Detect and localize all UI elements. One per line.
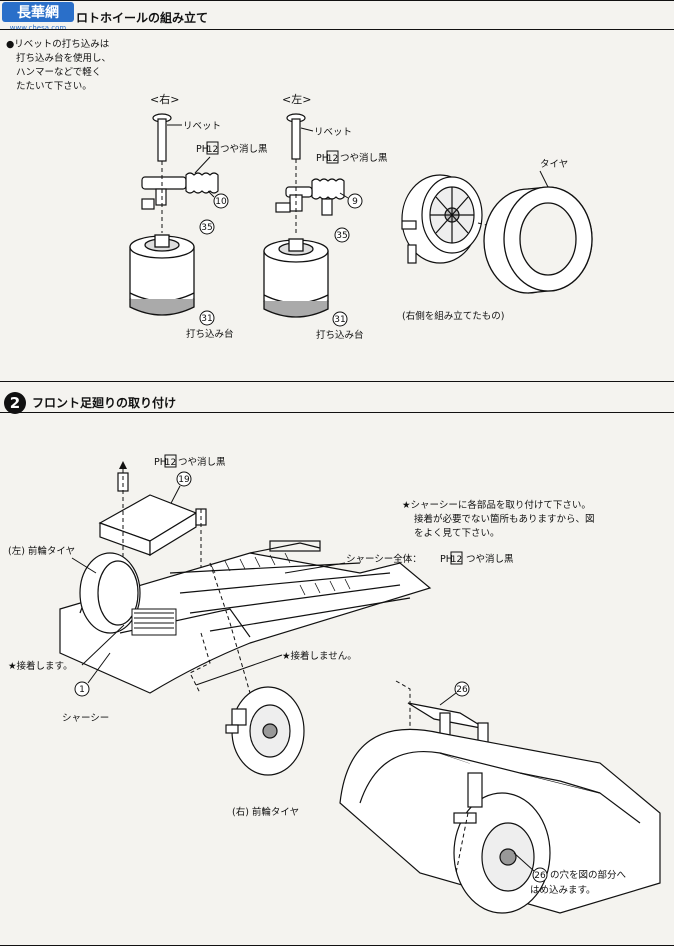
assembled-label: (右側を組み立てたもの): [402, 310, 504, 322]
step1-note-line: ハンマーなどで軽く: [16, 67, 102, 78]
part-9: 9: [352, 197, 358, 207]
step2-note-line: をよく見て下さい。: [414, 528, 500, 539]
step1-panel: ロトホイールの組み立て ●リベットの打ち込みは 打ち込み台を使用し、 ハンマーな…: [0, 0, 674, 382]
rivet-label-right: リベット: [183, 121, 221, 132]
hub-left: [275, 178, 345, 216]
step1-note: ●リベットの打ち込みは 打ち込み台を使用し、 ハンマーなどで軽く たたいて下さい…: [6, 38, 111, 94]
part-31-right: 31: [201, 314, 212, 324]
paint-callout-19: PH 12 つや消し黒: [154, 454, 226, 468]
front-tire-right-label: (右) 前輪タイヤ: [232, 806, 299, 818]
paint-callout-chassis: PH 12 つや消し黒: [440, 551, 514, 565]
step1-title: ロトホイールの組み立て: [76, 11, 209, 25]
svg-text:PH: PH: [196, 144, 209, 155]
watermark-site: www.chesa.com: [10, 24, 67, 32]
rear-tire: [453, 772, 551, 914]
step2-badge: 2: [4, 392, 26, 414]
part-26-bottom: 26: [534, 871, 546, 881]
step1-note-line: たたいて下さい。: [16, 81, 92, 92]
step2-note-line: 接着が必要でない箇所もありますから、図: [414, 514, 595, 525]
tire: [483, 186, 593, 294]
hole-note-2: はめ込みます。: [530, 885, 596, 896]
svg-text:つや消し黒: つや消し黒: [220, 143, 268, 155]
rivet-label-left: リベット: [314, 127, 352, 138]
svg-text:12: 12: [451, 555, 462, 565]
base-label-right: 打ち込み台: [186, 328, 234, 340]
tire-label: タイヤ: [540, 159, 568, 170]
svg-text:つや消し黒: つや消し黒: [466, 553, 514, 565]
step1-note-line: 打ち込み台を使用し、: [16, 53, 112, 64]
stand-left: [263, 238, 329, 318]
step2-note: ★シャーシーに各部品を取り付けて下さい。 接着が必要でない箇所もありますから、図…: [402, 499, 595, 541]
step2-title: フロント足廻りの取り付け: [32, 396, 177, 410]
hole-note-1: の穴を図の部分へ: [550, 869, 627, 881]
chassis-rails: [209, 552, 351, 596]
step1-illustration: <右> リベット PH 12 つや消し黒 10 35: [129, 92, 593, 341]
part-35-right: 35: [201, 223, 212, 233]
svg-text:PH: PH: [440, 554, 453, 565]
bracket-19: [98, 472, 207, 557]
step2-note-line: ★シャーシーに各部品を取り付けて下さい。: [402, 500, 591, 511]
svg-text:つや消し黒: つや消し黒: [340, 152, 388, 164]
stand-right: [129, 234, 195, 316]
glue-label: ★接着します。: [8, 660, 73, 672]
paint-callout-right: PH 12 つや消し黒: [196, 141, 268, 155]
base-label-left: 打ち込み台: [316, 329, 364, 341]
left-label: <左>: [282, 93, 311, 106]
step2-illustration: PH 12 つや消し黒 19: [8, 454, 661, 914]
svg-text:12: 12: [165, 458, 176, 468]
rivet-right: [152, 113, 172, 162]
paint-callout-left: PH 12 つや消し黒: [316, 150, 388, 164]
step1-note-line: ●リベットの打ち込みは: [6, 39, 110, 50]
part-1: 1: [79, 685, 85, 695]
front-tire-left-label: (左) 前輪タイヤ: [8, 545, 75, 557]
step2-panel: ★シャーシーに各部品を取り付けて下さい。 接着が必要でない箇所もありますから、図…: [0, 412, 674, 946]
svg-text:PH: PH: [154, 457, 167, 468]
chassis-all-label: シャーシー全体：: [346, 553, 422, 565]
watermark-brand: 長華網: [17, 4, 59, 21]
bracket-26: [407, 702, 489, 748]
right-label: <右>: [150, 92, 179, 106]
part-31-left: 31: [334, 315, 345, 325]
svg-text:つや消し黒: つや消し黒: [178, 456, 226, 468]
hub-right: [141, 172, 219, 210]
no-glue-label: ★接着しません。: [282, 650, 357, 662]
rivet-left: [286, 113, 306, 160]
chassis-label: シャーシー: [62, 713, 109, 724]
front-tire-right: [225, 686, 305, 776]
part-26-top: 26: [456, 685, 468, 695]
part-19: 19: [178, 475, 190, 485]
part-35-left: 35: [336, 231, 347, 241]
part-10: 10: [215, 197, 227, 207]
step1-divider: [0, 29, 674, 30]
svg-text:PH: PH: [316, 153, 329, 164]
watermark-logo: 長華網 www.chesa.com: [2, 2, 74, 32]
wheel-assembled: [401, 174, 483, 264]
svg-text:12: 12: [327, 154, 338, 164]
svg-text:12: 12: [207, 145, 218, 155]
leaf-spring: [131, 608, 177, 636]
